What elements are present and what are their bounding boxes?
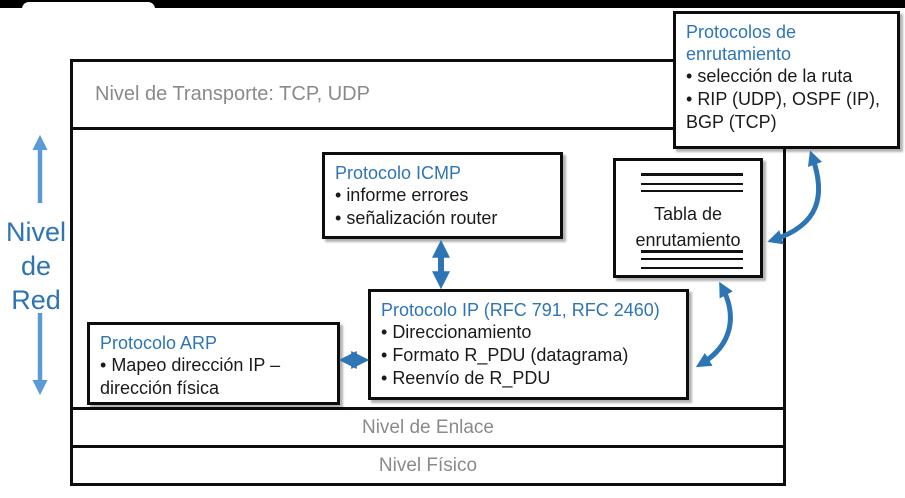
- arp-bullet: Mapeo dirección IP – dirección física: [100, 354, 327, 400]
- icmp-title: Protocolo ICMP: [335, 163, 462, 183]
- physical-layer-label: Nivel Físico: [378, 454, 478, 476]
- top-tab-notch: [22, 2, 155, 12]
- icmp-bullet: señalización router: [335, 207, 550, 230]
- ip-bullet: Formato R_PDU (datagrama): [381, 344, 676, 367]
- ruled-lines-icon: [641, 267, 743, 269]
- ip-title: Protocolo IP (RFC 791, RFC 2460): [381, 300, 660, 320]
- ruled-lines-icon: [641, 190, 743, 192]
- top-black-bar: [0, 0, 905, 12]
- routing-table-label: Tabla de enrutamiento: [635, 204, 741, 250]
- routing-protocols-title: Protocolos de enrutamiento: [686, 22, 797, 64]
- ip-bullet: Direccionamiento: [381, 321, 676, 344]
- icmp-protocol-box: Protocolo ICMP informe errores señalizac…: [322, 152, 563, 239]
- ruled-lines-icon: [641, 173, 743, 176]
- link-layer-label: Nivel de Enlace: [361, 416, 495, 438]
- link-layer-band: Nivel de Enlace: [70, 407, 786, 448]
- ip-protocol-box: Protocolo IP (RFC 791, RFC 2460) Direcci…: [368, 289, 689, 400]
- ip-bullet: Reenvío de R_PDU: [381, 367, 676, 390]
- routing-protocols-bullet: RIP (UDP), OSPF (IP), BGP (TCP): [686, 88, 887, 134]
- ruled-lines-icon: [641, 258, 743, 260]
- ruled-lines-icon: [641, 183, 743, 185]
- routing-table-box: Tabla de enrutamiento: [613, 158, 763, 278]
- transport-layer-label: Nivel de Transporte: TCP, UDP: [95, 83, 370, 105]
- routing-protocols-bullet: selección de la ruta: [686, 65, 887, 88]
- arp-title: Protocolo ARP: [100, 333, 218, 353]
- arp-protocol-box: Protocolo ARP Mapeo dirección IP – direc…: [87, 322, 340, 405]
- physical-layer-band: Nivel Físico: [70, 445, 786, 486]
- icmp-bullet: informe errores: [335, 184, 550, 207]
- ruled-lines-icon: [641, 250, 743, 253]
- network-layer-side-label: Nivel de Red: [5, 217, 66, 315]
- routing-protocols-box: Protocolos de enrutamiento selección de …: [673, 11, 900, 149]
